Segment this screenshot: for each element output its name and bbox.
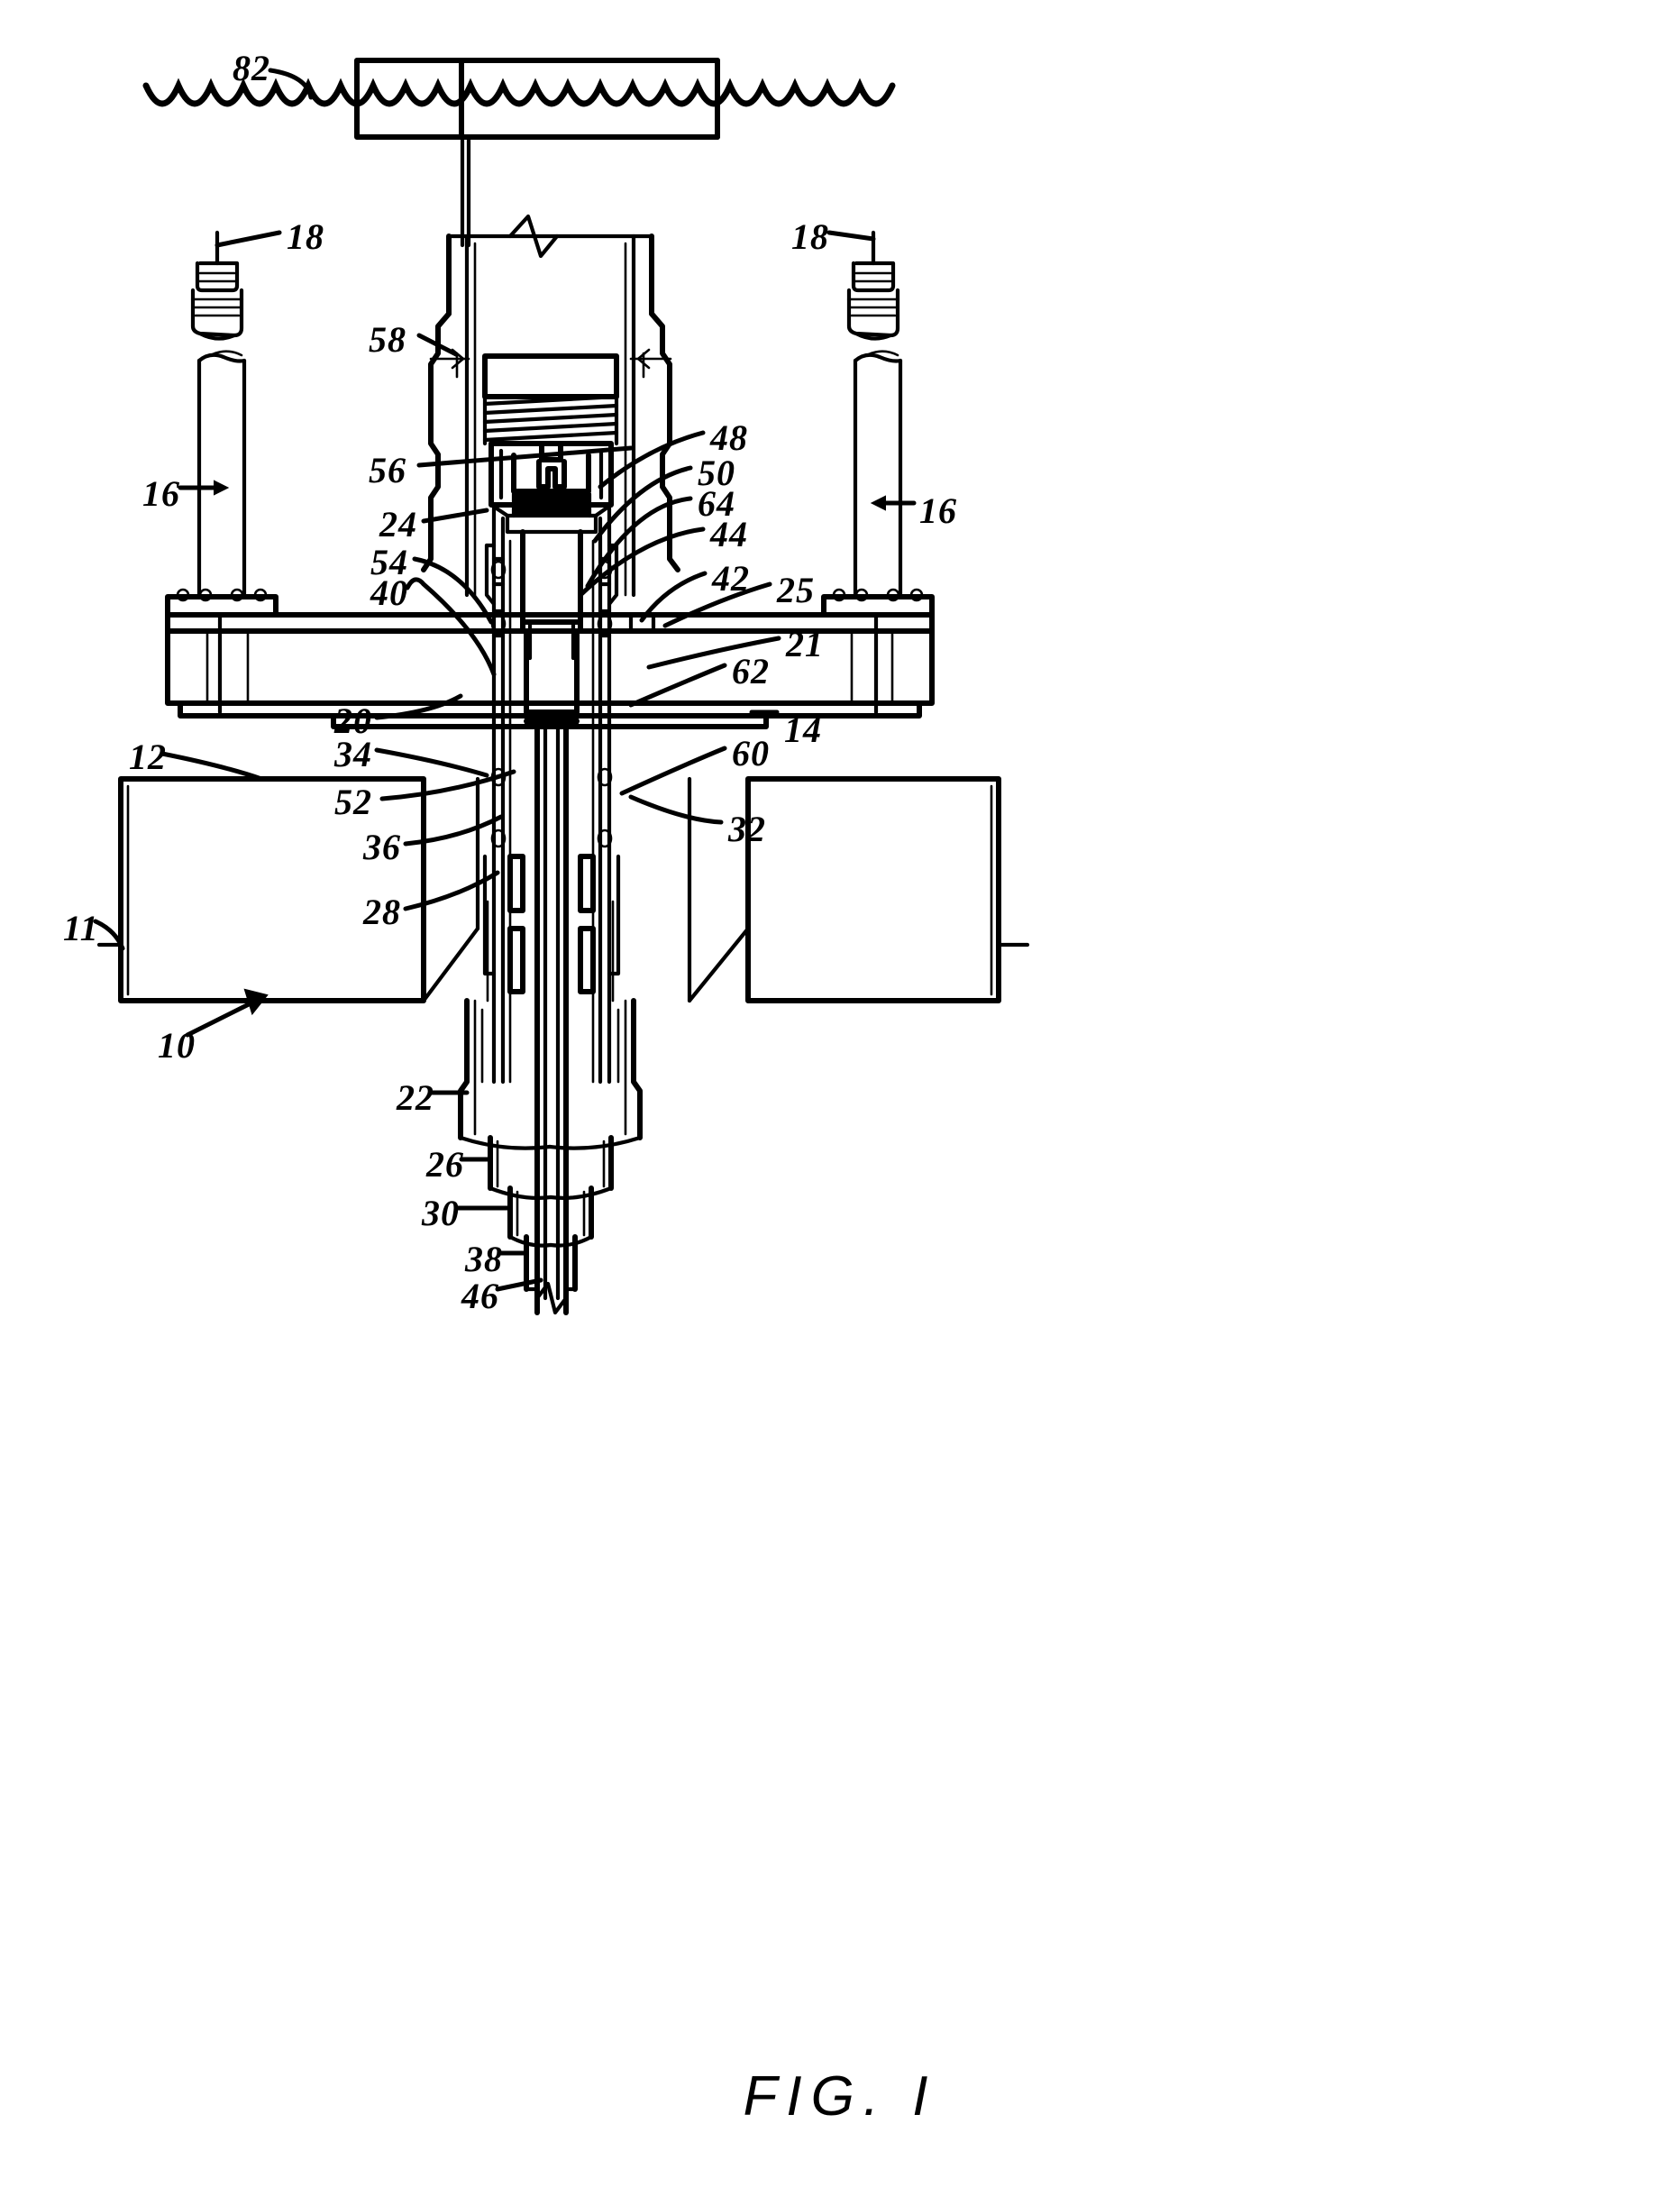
central-tubing-bore (524, 719, 580, 1301)
ref-label-58: 58 (369, 319, 406, 360)
leader-lines (93, 68, 917, 1292)
sea-surface-waves (142, 78, 896, 107)
ref-label-64: 64 (698, 483, 735, 524)
lower-internal-detail (480, 900, 620, 1084)
ref-label-12: 12 (129, 737, 167, 777)
ref-label-44: 44 (710, 514, 748, 554)
ref-label-60: 60 (732, 733, 770, 773)
ref-label-25: 25 (777, 570, 815, 610)
ref-label-52: 52 (334, 782, 372, 822)
ref-label-24: 24 (379, 504, 417, 545)
ref-label-38: 38 (465, 1239, 503, 1279)
threaded-connector (482, 353, 619, 446)
ref-label-34: 34 (334, 734, 372, 774)
ref-label-10: 10 (158, 1025, 196, 1066)
ref-label-16-right: 16 (919, 490, 957, 531)
ref-label-56: 56 (369, 450, 406, 490)
ref-label-48: 48 (710, 417, 748, 458)
ref-label-42: 42 (712, 558, 750, 599)
ref-label-22: 22 (397, 1077, 434, 1118)
ref-label-30: 30 (422, 1193, 460, 1233)
ref-label-36: 36 (363, 827, 401, 867)
figure-caption: FIG. I (743, 2065, 937, 2128)
ref-label-28: 28 (363, 892, 401, 932)
ref-label-16-left: 16 (142, 473, 180, 514)
surface-vessel (354, 58, 720, 248)
ref-label-40: 40 (370, 572, 408, 613)
guide-post-cap-left (190, 230, 244, 341)
ref-label-14: 14 (784, 709, 822, 750)
wellhead-outer-housing (421, 214, 680, 598)
ref-label-18-left: 18 (287, 216, 324, 257)
guide-post-right (821, 350, 935, 715)
annular-seal-right (578, 502, 621, 1085)
annular-seal-left (482, 502, 525, 1085)
ref-label-11: 11 (63, 908, 99, 948)
ref-label-82: 82 (233, 48, 270, 88)
ref-label-26: 26 (426, 1144, 464, 1185)
guide-post-left (165, 350, 278, 715)
section-arrow-right (629, 348, 672, 379)
ref-label-32: 32 (728, 809, 766, 849)
ref-label-20: 20 (334, 700, 372, 741)
lower-casing-strings (458, 998, 643, 1315)
ref-label-21: 21 (786, 624, 824, 664)
guide-post-cap-right (846, 230, 900, 341)
ref-label-62: 62 (732, 651, 770, 691)
ref-label-18-right: 18 (791, 216, 829, 257)
ref-label-50: 50 (698, 453, 735, 493)
seabed-template (96, 776, 1030, 1003)
ref-label-54: 54 (370, 542, 408, 582)
ref-label-46: 46 (461, 1276, 499, 1316)
tubing-hanger-body (520, 529, 583, 726)
